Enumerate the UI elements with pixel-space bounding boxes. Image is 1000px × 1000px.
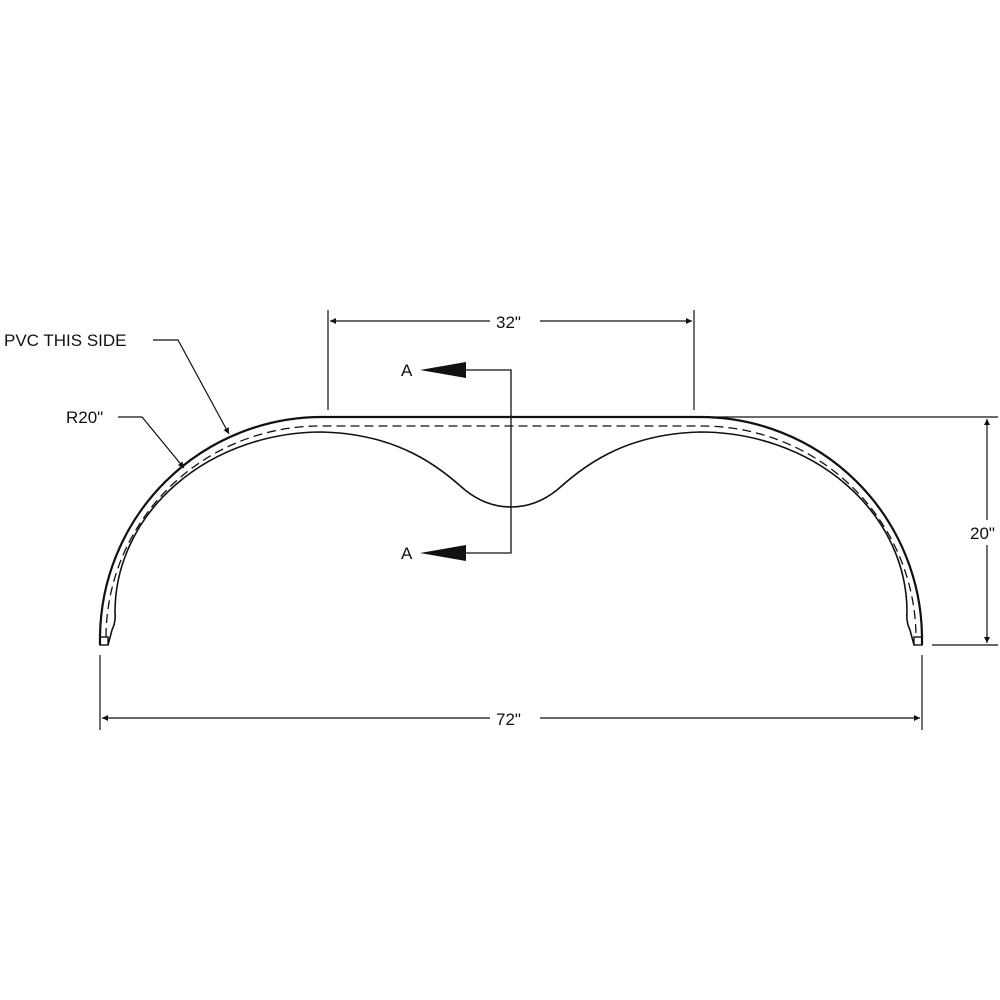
dim-32-label: 32" [496,313,521,332]
section-arrow-bottom [420,545,466,561]
dim-72-label: 72" [496,710,521,729]
left-end-tab [99,636,109,646]
radius-label: R20" [66,408,103,427]
section-label-bottom: A [401,544,413,563]
pvc-note-label: PVC THIS SIDE [4,331,127,350]
section-line-a-a [465,369,512,554]
dim-20-label: 20" [970,524,995,543]
leader-pvc-note [153,339,230,435]
section-arrow-top [420,362,466,378]
section-label-top: A [401,361,413,380]
leader-radius [118,416,185,469]
right-end-tab [913,636,923,646]
